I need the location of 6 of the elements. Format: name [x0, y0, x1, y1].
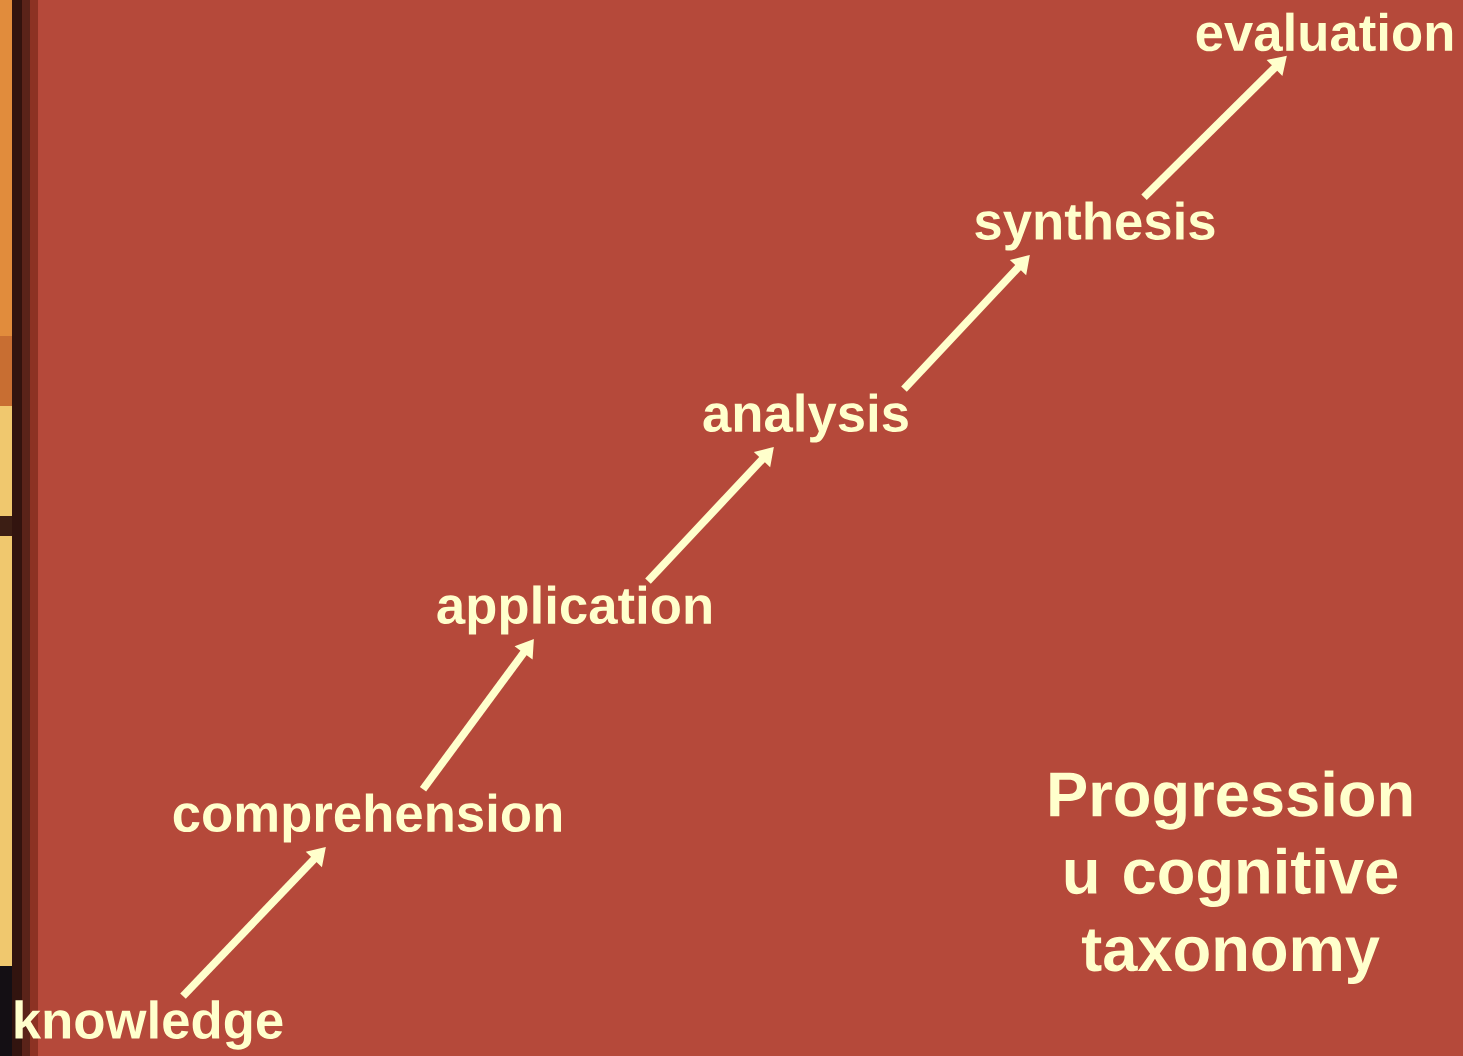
- step-label: synthesis: [975, 201, 1215, 251]
- step-label: evaluation: [1196, 12, 1453, 52]
- step-label: application: [437, 585, 711, 635]
- step-label: analysis: [703, 393, 908, 443]
- title: Progression u cognitive taxonomy: [1050, 770, 1412, 984]
- step-label: comprehension: [173, 793, 561, 843]
